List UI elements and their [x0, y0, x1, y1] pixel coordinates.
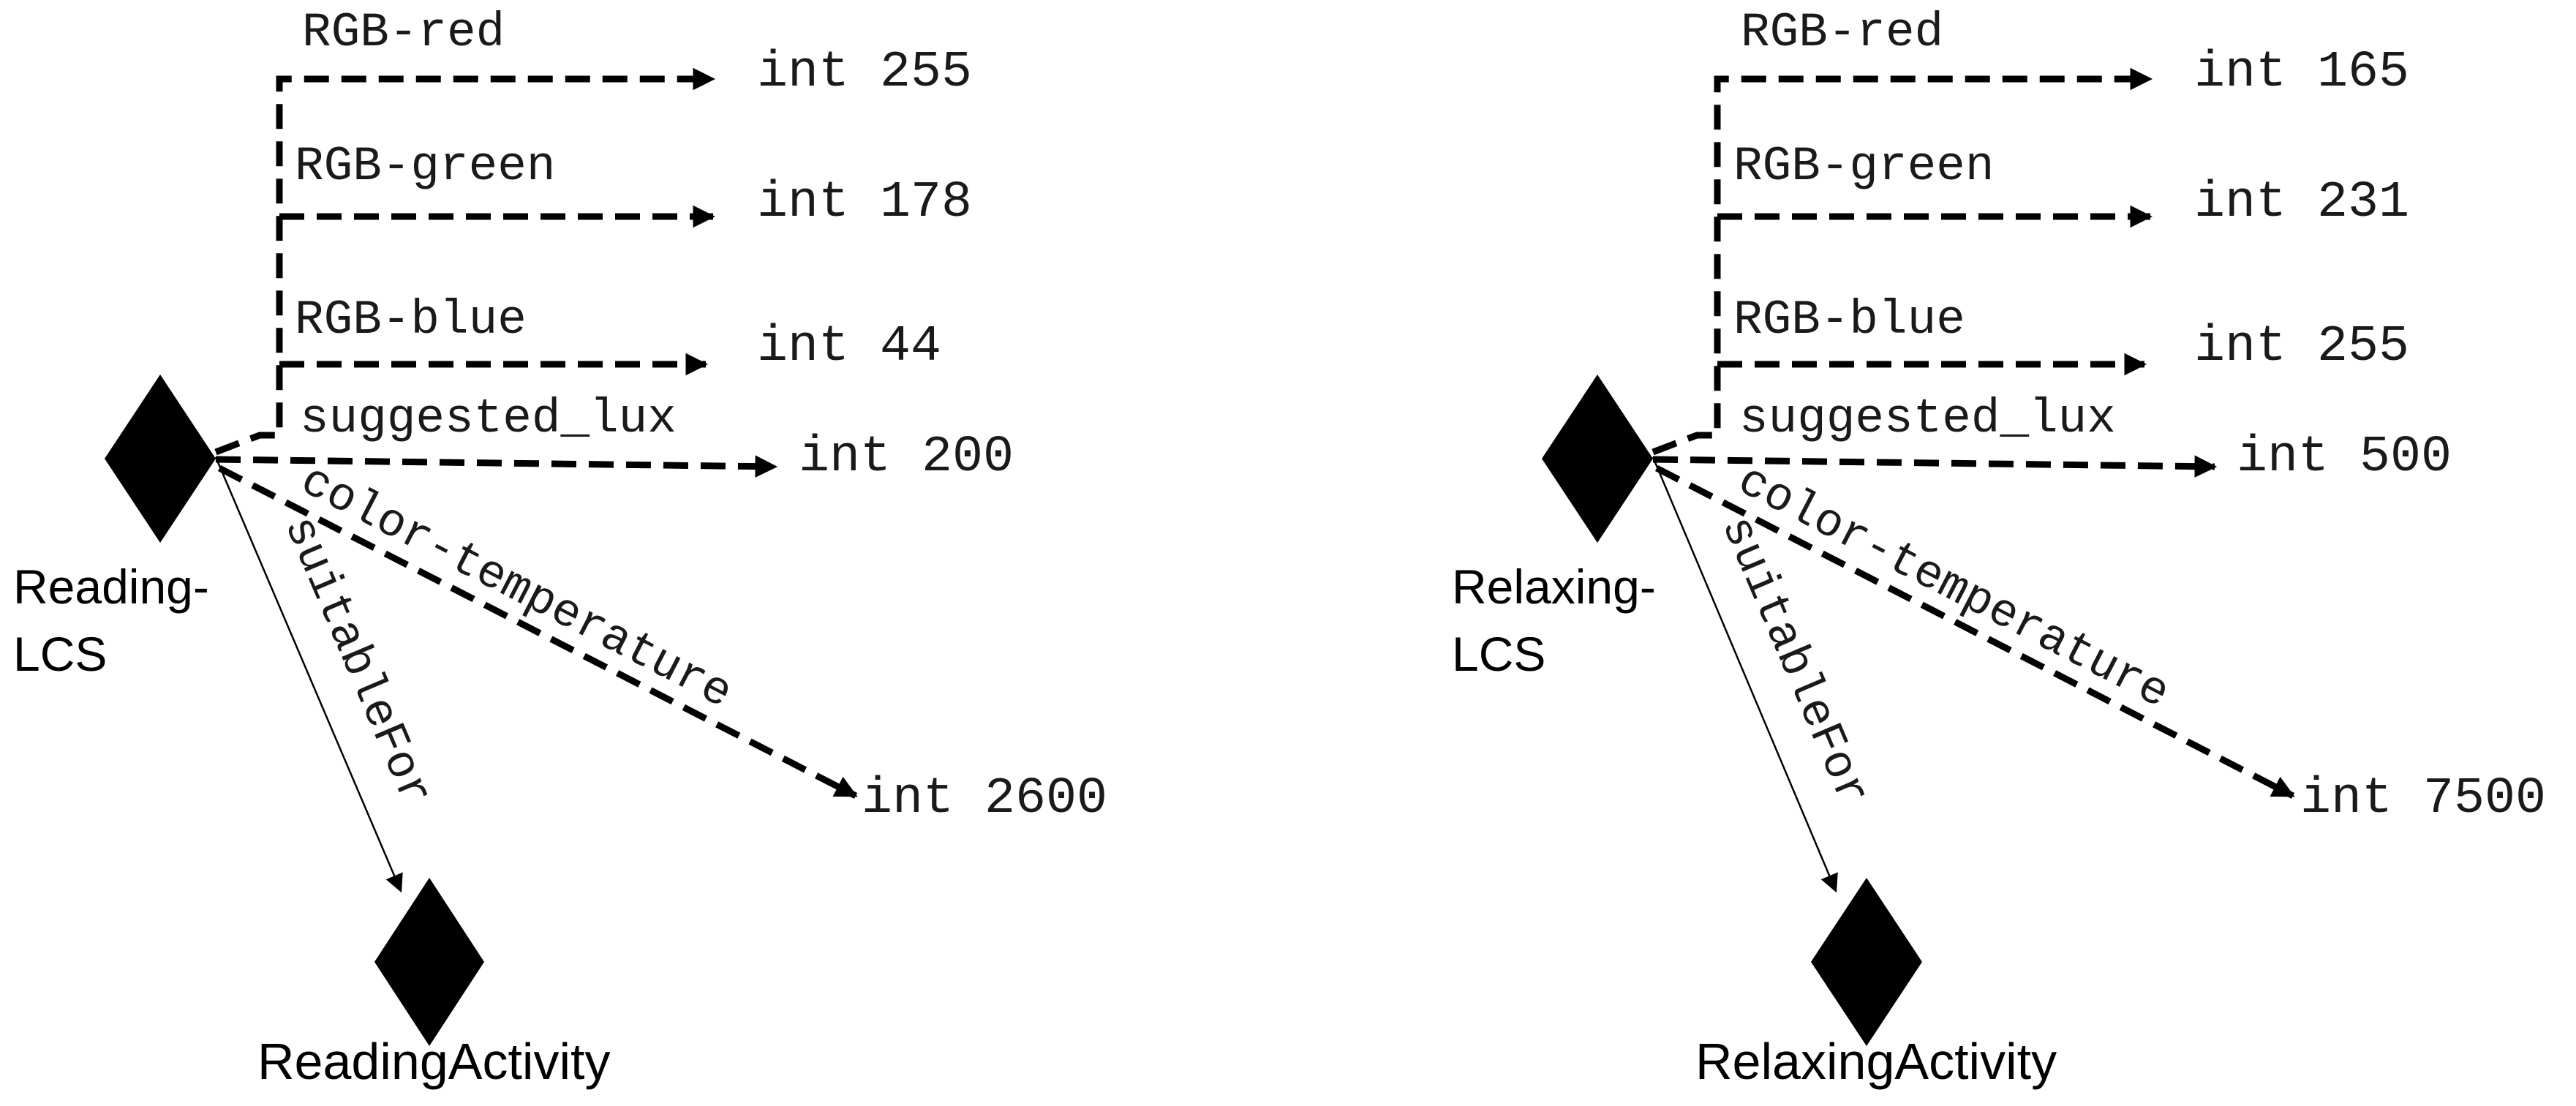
relaxing-lcs-label: Relaxing- — [1452, 560, 1656, 614]
property-value: int 178 — [757, 174, 972, 232]
property-label: RGB-green — [1733, 139, 1994, 194]
relaxing-activity-node — [1811, 878, 1922, 1046]
property-value: int 255 — [757, 44, 972, 102]
diagram-relaxing: RGB-red RGB-green RGB-blue suggested_lux… — [1452, 5, 2546, 1090]
reading-activity-node — [374, 878, 484, 1046]
relaxing-activity-label: RelaxingActivity — [1695, 1033, 2057, 1090]
property-label: RGB-blue — [1733, 293, 1965, 347]
property-value: int 500 — [2237, 429, 2452, 486]
reading-activity-label: ReadingActivity — [257, 1033, 610, 1090]
property-value: int 2600 — [862, 770, 1107, 828]
property-value: int 200 — [799, 429, 1014, 486]
edge-suggested-lux — [1652, 455, 2218, 478]
reading-lcs-label: Reading- — [13, 560, 209, 614]
property-label: suggested_lux — [1739, 391, 2116, 446]
edge-suitable-for — [1652, 456, 1838, 893]
relaxing-lcs-node — [1542, 375, 1653, 543]
property-label: RGB-red — [1741, 5, 1943, 60]
property-label: suggested_lux — [300, 391, 677, 446]
property-label: RGB-blue — [295, 293, 527, 347]
edge-suitable-for — [214, 456, 403, 893]
edge-color-temperature — [217, 464, 858, 800]
edge-color-temperature — [1654, 464, 2295, 800]
property-value: int 165 — [2194, 44, 2409, 102]
property-label: RGB-green — [295, 139, 555, 194]
edge-rgb-red — [1652, 67, 2153, 456]
diagram-reading: RGB-red RGB-green RGB-blue suggested_lux… — [13, 5, 1107, 1090]
reading-lcs-node — [105, 375, 216, 543]
property-value: int 7500 — [2300, 770, 2546, 828]
property-value: int 231 — [2194, 174, 2409, 232]
edge-suggested-lux — [215, 455, 778, 478]
property-label: RGB-red — [302, 5, 505, 60]
relaxing-lcs-label: LCS — [1452, 627, 1545, 681]
property-value: int 44 — [757, 318, 941, 376]
property-value: int 255 — [2194, 318, 2409, 376]
reading-lcs-label: LCS — [13, 627, 107, 681]
edge-rgb-red — [214, 67, 716, 456]
